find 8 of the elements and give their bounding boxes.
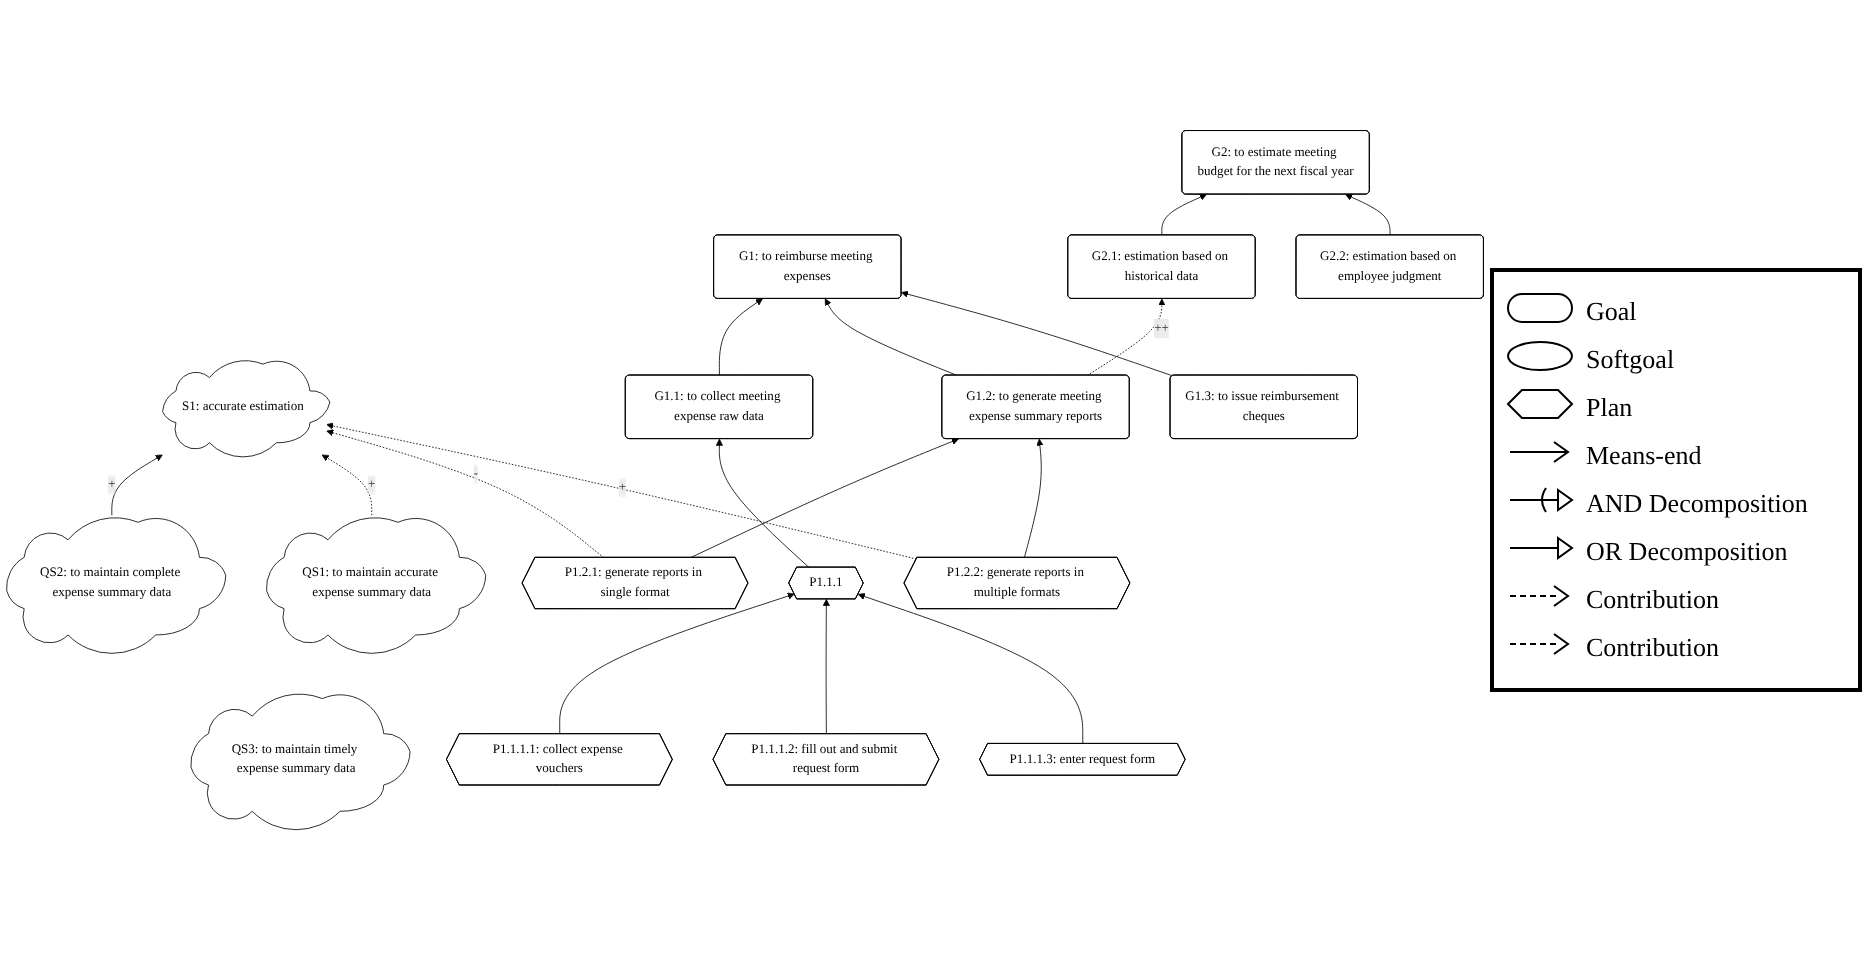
legend-label: AND Decomposition bbox=[1586, 488, 1808, 520]
legend-label: Contribution bbox=[1586, 584, 1719, 616]
legend-label: Goal bbox=[1586, 296, 1637, 328]
legend-label: Softgoal bbox=[1586, 344, 1675, 376]
legend-label: Means-end bbox=[1586, 440, 1702, 472]
legend-label: Plan bbox=[1586, 392, 1633, 424]
legend-label: OR Decomposition bbox=[1586, 536, 1788, 568]
legend-label: Contribution bbox=[1586, 632, 1719, 664]
